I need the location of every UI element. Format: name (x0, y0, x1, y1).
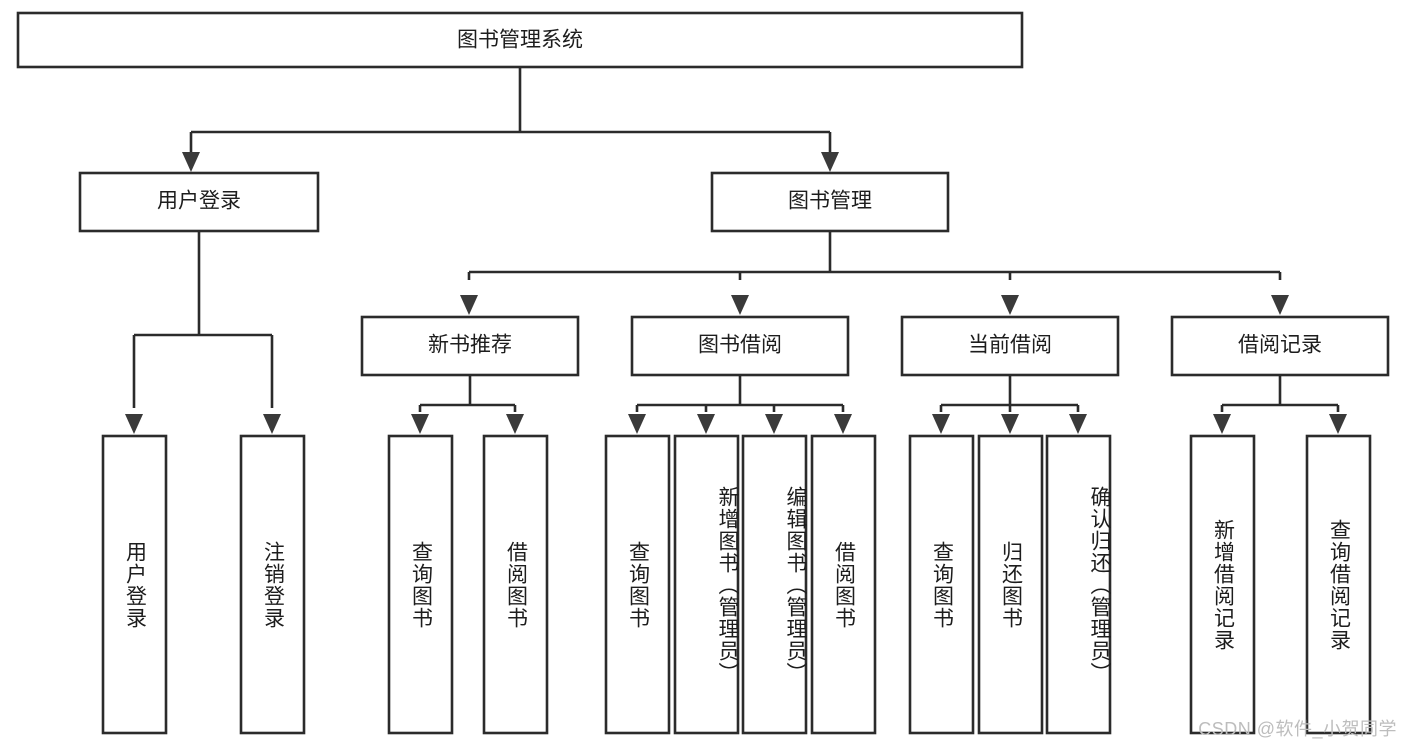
arrow-to-leaf-add-record (1213, 414, 1231, 434)
arrow-to-leaf-edit-book (765, 414, 783, 434)
arrow-to-book-manage (821, 152, 839, 172)
leaf-box-query-book-b[interactable] (604, 434, 671, 735)
leaf-box-borrow-book-b[interactable] (810, 434, 877, 735)
leaf-box-borrow-book-a[interactable] (482, 434, 549, 735)
leaf-box-query-book-c[interactable] (908, 434, 975, 735)
leaf-box-edit-book[interactable] (741, 434, 808, 735)
leaf-box-add-book[interactable] (673, 434, 740, 735)
arrow-to-book-borrow (731, 295, 749, 315)
leaf-box-add-record[interactable] (1189, 434, 1256, 735)
node-book-manage[interactable]: 图书管理 (710, 171, 950, 233)
node-current-borrow[interactable]: 当前借阅 (900, 315, 1120, 377)
arrow-to-leaf-confirm-return (1069, 414, 1087, 434)
leaf-box-logout[interactable] (239, 434, 306, 735)
csdn-watermark: CSDN @软件_小贺同学 (1198, 719, 1397, 739)
arrow-to-leaf-borrow-book-a (506, 414, 524, 434)
connector-user-login-to-leaves (125, 231, 281, 434)
node-book-borrow-label: 图书借阅 (698, 334, 782, 357)
leaf-box-query-record[interactable] (1305, 434, 1372, 735)
connector-book-borrow-to-leaves (628, 375, 852, 434)
leaf-box-confirm-return[interactable] (1045, 434, 1112, 735)
node-root[interactable]: 图书管理系统 (16, 11, 1024, 69)
leaf-box-query-book-a[interactable] (387, 434, 454, 735)
node-book-manage-label: 图书管理 (788, 190, 872, 213)
arrow-to-leaf-add-book (697, 414, 715, 434)
node-new-book-recommend-label: 新书推荐 (428, 334, 512, 357)
connector-root-to-level2 (182, 67, 839, 172)
arrow-to-current-borrow (1001, 295, 1019, 315)
arrow-to-leaf-user-login (125, 414, 143, 434)
connector-current-borrow-to-leaves (932, 375, 1087, 434)
arrow-to-leaf-query-book-b (628, 414, 646, 434)
arrow-to-leaf-logout (263, 414, 281, 434)
arrow-to-user-login (182, 152, 200, 172)
leaf-box-return-book[interactable] (977, 434, 1044, 735)
arrow-to-leaf-query-book-a (411, 414, 429, 434)
node-borrow-record-label: 借阅记录 (1238, 334, 1322, 357)
node-user-login-label: 用户登录 (157, 190, 241, 213)
node-user-login[interactable]: 用户登录 (78, 171, 320, 233)
leaf-box-user-login[interactable] (101, 434, 168, 735)
connector-book-manage-to-level3 (460, 231, 1289, 315)
node-root-label: 图书管理系统 (457, 29, 583, 52)
arrow-to-leaf-query-record (1329, 414, 1347, 434)
node-book-borrow[interactable]: 图书借阅 (630, 315, 850, 377)
arrow-to-leaf-return-book (1001, 414, 1019, 434)
node-new-book-recommend[interactable]: 新书推荐 (360, 315, 580, 377)
arrow-to-borrow-record (1271, 295, 1289, 315)
node-root-box (16, 11, 1024, 69)
connector-borrow-record-to-leaves (1213, 375, 1347, 434)
arrow-to-leaf-borrow-book-b (834, 414, 852, 434)
node-borrow-record[interactable]: 借阅记录 (1170, 315, 1390, 377)
node-current-borrow-box (900, 315, 1120, 377)
node-current-borrow-label: 当前借阅 (968, 334, 1052, 357)
node-user-login-box (78, 171, 320, 233)
node-new-book-recommend-box (360, 315, 580, 377)
arrow-to-leaf-query-book-c (932, 414, 950, 434)
arrow-to-new-book-recommend (460, 295, 478, 315)
connector-new-book-recommend-to-leaves (411, 375, 524, 434)
